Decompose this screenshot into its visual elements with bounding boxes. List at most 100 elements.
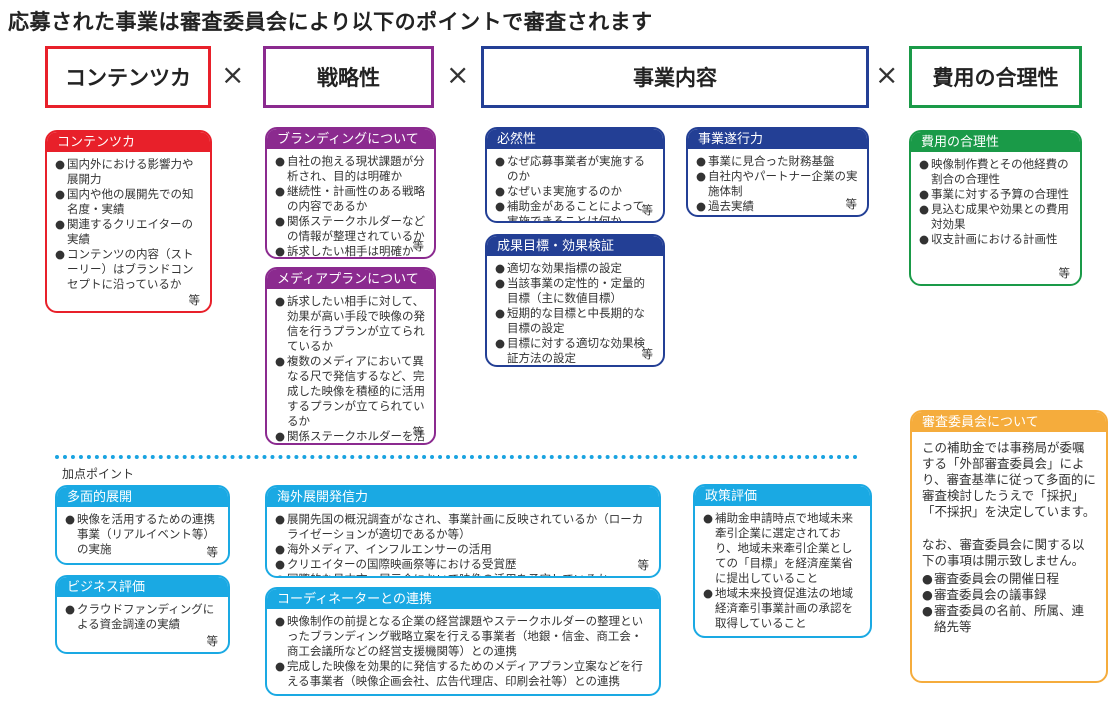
page-title: 応募された事業は審査委員会により以下のポイントで審査されます — [8, 10, 653, 34]
list-item: ●関係ステークホルダーを活用した発信か — [275, 429, 426, 443]
branding-card-title: ブランディングについて — [267, 129, 434, 149]
list-item-text: 関係ステークホルダーなどの情報が整理されているか — [287, 214, 425, 243]
list-item: ●自社の抱える現状課題が分析され、目的は明確か — [275, 154, 426, 184]
branding-list: ●自社の抱える現状課題が分析され、目的は明確か●継続性・計画性のある戦略の内容で… — [275, 154, 426, 258]
bullet-icon: ● — [275, 214, 286, 228]
section-divider — [55, 455, 858, 459]
overseas-card-title: 海外展開発信力 — [267, 487, 659, 507]
outcome-list: ●適切な効果指標の設定●当該事業の定性的・定量的目標（主に数値目標）●短期的な目… — [495, 261, 655, 365]
list-item: ●審査委員会の開催日程 — [922, 571, 1096, 587]
bullet-icon: ● — [696, 154, 707, 168]
bullet-icon: ● — [275, 354, 286, 368]
list-item: ●目標に対する適切な効果検証方法の設定 — [495, 336, 655, 365]
list-item: ●国内外における影響力や展開力 — [55, 157, 202, 187]
bullet-icon: ● — [495, 154, 506, 168]
policy-card-body: ●補助金申請時点で地域未来牽引企業に選定されており、地域未来牽引企業としての「目… — [695, 506, 870, 636]
coordinator-list: ●映像制作の前提となる企業の経営課題やステークホルダーの整理といったブランディン… — [275, 614, 651, 689]
bullet-icon: ● — [275, 294, 286, 308]
bullet-icon: ● — [919, 202, 930, 216]
list-item-text: クラウドファンディングによる資金調達の実績 — [77, 602, 215, 631]
bullet-icon: ● — [275, 557, 286, 571]
business-card-body: ●クラウドファンディングによる資金調達の実績等 — [57, 597, 228, 652]
list-item-text: なぜ応募事業者が実施するのか — [507, 154, 645, 183]
list-item-text: 訴求したい相手は明確か — [287, 244, 414, 258]
coordinator-card: コーディネーターとの連携●映像制作の前提となる企業の経営課題やステークホルダーの… — [265, 587, 661, 696]
list-item: ●地域未来投資促進法の地域経済牽引事業計画の承認を取得していること — [703, 586, 862, 631]
cost-card-title: 費用の合理性 — [911, 132, 1080, 152]
bullet-icon: ● — [919, 232, 930, 246]
list-item: ●事業に見合った財務基盤 — [696, 154, 859, 169]
bullet-icon: ● — [275, 244, 286, 258]
business-card: ビジネス評価●クラウドファンディングによる資金調達の実績等 — [55, 575, 230, 654]
list-item: ●適切な効果指標の設定 — [495, 261, 655, 276]
list-item: ●訴求したい相手に対して、効果が高い手段で映像の発信を行うプランが立てられている… — [275, 294, 426, 354]
bullet-icon: ● — [495, 199, 506, 213]
committee-list: ●審査委員会の開催日程●審査委員会の議事録●審査委員の名前、所属、連絡先等 — [922, 571, 1096, 635]
etc-label: 等 — [845, 197, 858, 211]
criteria-header-cost: 費用の合理性 — [909, 46, 1082, 108]
list-item-text: 見込む成果や効果との費用対効果 — [931, 202, 1069, 231]
bullet-icon: ● — [275, 659, 286, 673]
etc-label: 等 — [641, 347, 654, 361]
list-item: ●映像制作費とその他経費の割合の合理性 — [919, 157, 1072, 187]
etc-label: 等 — [412, 239, 425, 253]
bullet-icon: ● — [55, 247, 66, 261]
list-item-text: 事業に対する予算の合理性 — [931, 187, 1069, 201]
bullet-icon: ● — [275, 184, 286, 198]
list-item: ●補助金申請時点で地域未来牽引企業に選定されており、地域未来牽引企業としての「目… — [703, 511, 862, 586]
list-item-text: 国際的な見本市・展示会において映像の活用を予定しているか — [287, 572, 608, 576]
bullet-icon: ● — [275, 542, 286, 556]
execution-list: ●事業に見合った財務基盤●自社内やパートナー企業の実施体制●過去実績 — [696, 154, 859, 214]
list-item-text: 関連するクリエイターの実績 — [67, 217, 194, 246]
bullet-icon: ● — [919, 157, 930, 171]
multi-list: ●映像を活用するための連携事業（リアルイベント等）の実施 — [65, 512, 220, 557]
list-item-text: 収支計画における計画性 — [931, 232, 1058, 246]
bullet-icon: ● — [495, 276, 506, 290]
bullet-icon: ● — [919, 187, 930, 201]
list-item-text: 短期的な目標と中長期的な目標の設定 — [507, 306, 645, 335]
contents-card-title: コンテンツカ — [47, 132, 210, 152]
bullet-icon: ● — [696, 199, 707, 213]
list-item: ●事業に対する予算の合理性 — [919, 187, 1072, 202]
list-item-text: 目標に対する適切な効果検証方法の設定 — [507, 336, 645, 365]
execution-card-body: ●事業に見合った財務基盤●自社内やパートナー企業の実施体制●過去実績等 — [688, 149, 867, 215]
list-item-text: 完成した映像を効果的に発信するためのメディアプラン立案などを行える事業者（映像企… — [287, 659, 643, 688]
list-item: ●映像制作の前提となる企業の経営課題やステークホルダーの整理といったブランディン… — [275, 614, 651, 659]
committee-card-body: この補助金では事務局が委嘱する「外部審査委員会」により、審査基準に従って多面的に… — [912, 432, 1106, 643]
list-item: ●海外メディア、インフルエンサーの活用 — [275, 542, 651, 557]
list-item-text: 関係ステークホルダーを活用した発信か — [287, 429, 425, 443]
list-item-text: 補助金申請時点で地域未来牽引企業に選定されており、地域未来牽引企業としての「目標… — [715, 511, 853, 585]
list-item-text: 展開先国の概況調査がなされ、事業計画に反映されているか（ローカライゼーションが適… — [287, 512, 644, 541]
etc-label: 等 — [412, 425, 425, 439]
bullet-icon: ● — [922, 603, 933, 618]
list-item: ●関係ステークホルダーなどの情報が整理されているか — [275, 214, 426, 244]
list-item-text: 地域未来投資促進法の地域経済牽引事業計画の承認を取得していること — [715, 586, 853, 630]
bullet-icon: ● — [495, 306, 506, 320]
bullet-icon: ● — [55, 217, 66, 231]
multi-card-title: 多面的展開 — [57, 487, 228, 507]
list-item-text: 映像を活用するための連携事業（リアルイベント等）の実施 — [77, 512, 215, 556]
list-item: ●関連するクリエイターの実績 — [55, 217, 202, 247]
contents-card: コンテンツカ●国内外における影響力や展開力●国内や他の展開先での知名度・実績●関… — [45, 130, 212, 313]
bullet-icon: ● — [275, 154, 286, 168]
etc-label: 等 — [206, 634, 219, 648]
times-icon: × — [446, 58, 470, 91]
list-item: ●国内や他の展開先での知名度・実績 — [55, 187, 202, 217]
list-item: ●審査委員の名前、所属、連絡先等 — [922, 603, 1096, 635]
bullet-icon: ● — [495, 184, 506, 198]
execution-card: 事業遂行力●事業に見合った財務基盤●自社内やパートナー企業の実施体制●過去実績等 — [686, 127, 869, 217]
cost-card: 費用の合理性●映像制作費とその他経費の割合の合理性●事業に対する予算の合理性●見… — [909, 130, 1082, 286]
times-icon: × — [221, 58, 245, 91]
branding-card: ブランディングについて ●自社の抱える現状課題が分析され、目的は明確か●継続性・計… — [265, 127, 436, 259]
criteria-header-business: 事業内容 — [481, 46, 869, 108]
etc-label: 等 — [637, 558, 650, 572]
media-plan-card: メディアプランについて●訴求したい相手に対して、効果が高い手段で映像の発信を行う… — [265, 267, 436, 445]
list-item-text: 事業に見合った財務基盤 — [708, 154, 835, 168]
policy-card: 政策評価●補助金申請時点で地域未来牽引企業に選定されており、地域未来牽引企業とし… — [693, 484, 872, 638]
coordinator-card-body: ●映像制作の前提となる企業の経営課題やステークホルダーの整理といったブランディン… — [267, 609, 659, 694]
bonus-points-label: 加点ポイント — [62, 467, 135, 481]
etc-label: 等 — [1058, 266, 1071, 280]
outcome-card-body: ●適切な効果指標の設定●当該事業の定性的・定量的目標（主に数値目標）●短期的な目… — [487, 256, 663, 365]
bullet-icon: ● — [55, 187, 66, 201]
list-item: ●自社内やパートナー企業の実施体制 — [696, 169, 859, 199]
